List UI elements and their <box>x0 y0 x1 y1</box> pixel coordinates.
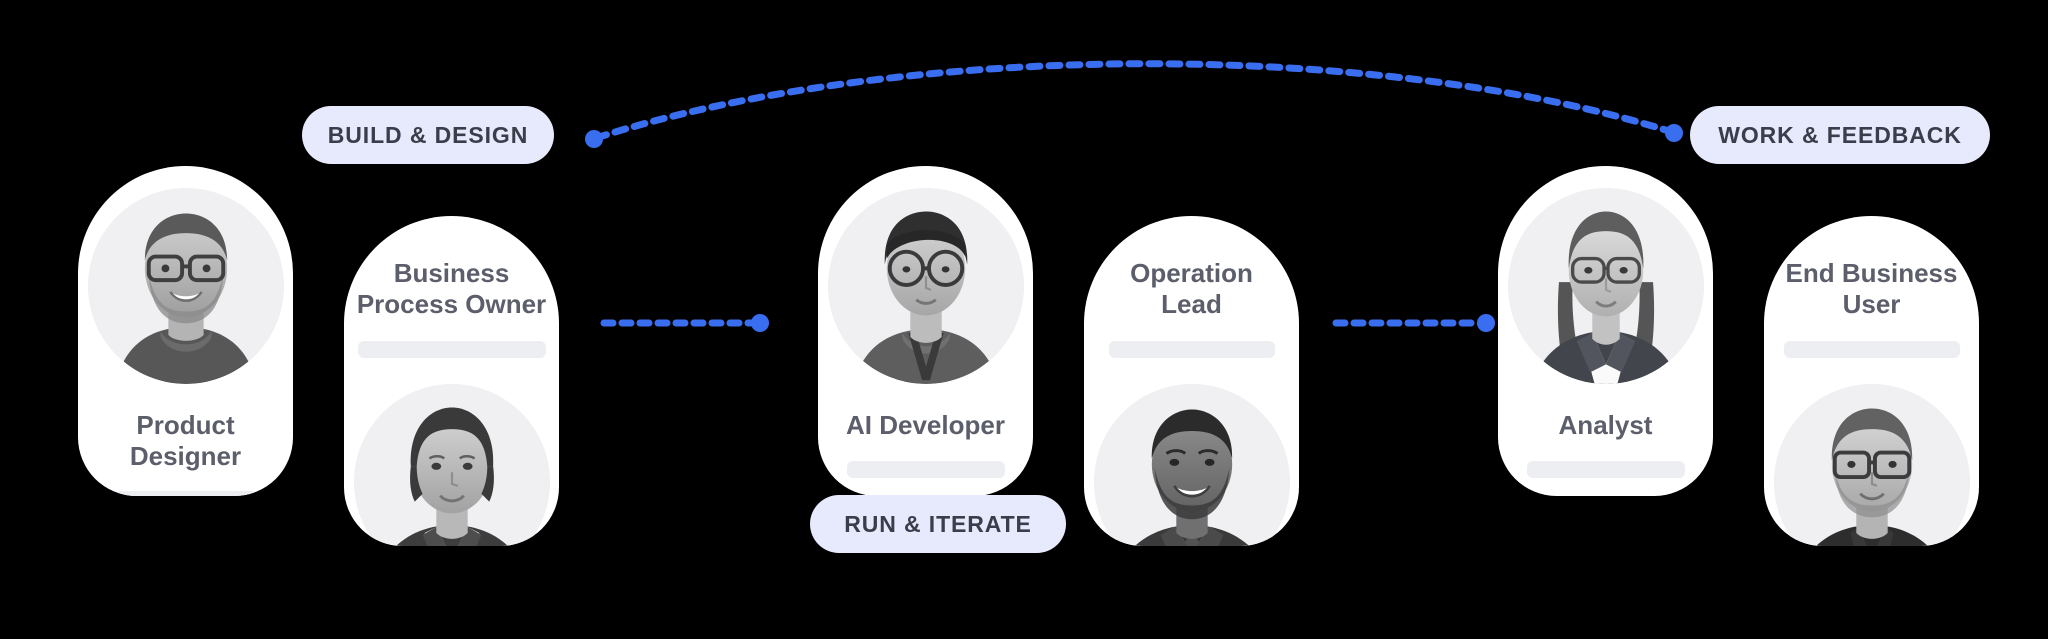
connector-link-run-to-feedback <box>1332 314 1495 332</box>
person-card-product-designer[interactable]: Product Designer <box>78 166 293 496</box>
stage-pill-run-iterate[interactable]: RUN & ITERATE <box>810 495 1066 553</box>
avatar-end-business-user <box>1773 384 1970 546</box>
avatar-ai-developer <box>827 188 1024 384</box>
connector-link-design-to-run <box>600 314 769 332</box>
avatar-operation-lead <box>1093 384 1290 546</box>
stage-pill-label: RUN & ITERATE <box>844 510 1032 537</box>
person-role-label: End Business User <box>1785 258 1958 319</box>
stage-pill-build-design[interactable]: BUILD & DESIGN <box>302 106 554 164</box>
card-placeholder-bar <box>1108 341 1275 359</box>
person-role-label: Operation Lead <box>1130 258 1253 319</box>
card-placeholder-bar <box>1783 341 1960 359</box>
connector-arc-build-to-work <box>585 60 1683 148</box>
stage-pill-label: BUILD & DESIGN <box>327 121 529 148</box>
person-card-analyst[interactable]: Analyst <box>1498 166 1713 496</box>
avatar-business-process-owner <box>353 384 550 546</box>
avatar-product-designer <box>87 188 284 384</box>
person-card-operation-lead[interactable]: Operation Lead <box>1084 216 1299 546</box>
person-role-label: Business Process Owner <box>356 258 547 319</box>
person-role-label: Analyst <box>1558 410 1653 440</box>
card-placeholder-bar <box>846 460 1005 478</box>
person-card-business-process-owner[interactable]: Business Process Owner <box>344 216 559 546</box>
avatar-analyst <box>1507 188 1704 384</box>
person-card-end-business-user[interactable]: End Business User <box>1764 216 1979 546</box>
person-role-label: AI Developer <box>846 410 1005 440</box>
person-role-label: Product Designer <box>129 410 242 471</box>
stage-pill-work-feedback[interactable]: WORK & FEEDBACK <box>1690 106 1990 164</box>
card-placeholder-bar <box>1526 460 1685 478</box>
stage-pill-label: WORK & FEEDBACK <box>1718 121 1962 148</box>
card-placeholder-bar <box>357 341 546 359</box>
person-card-ai-developer[interactable]: AI Developer <box>818 166 1033 496</box>
card-placeholder-bar <box>114 491 257 496</box>
